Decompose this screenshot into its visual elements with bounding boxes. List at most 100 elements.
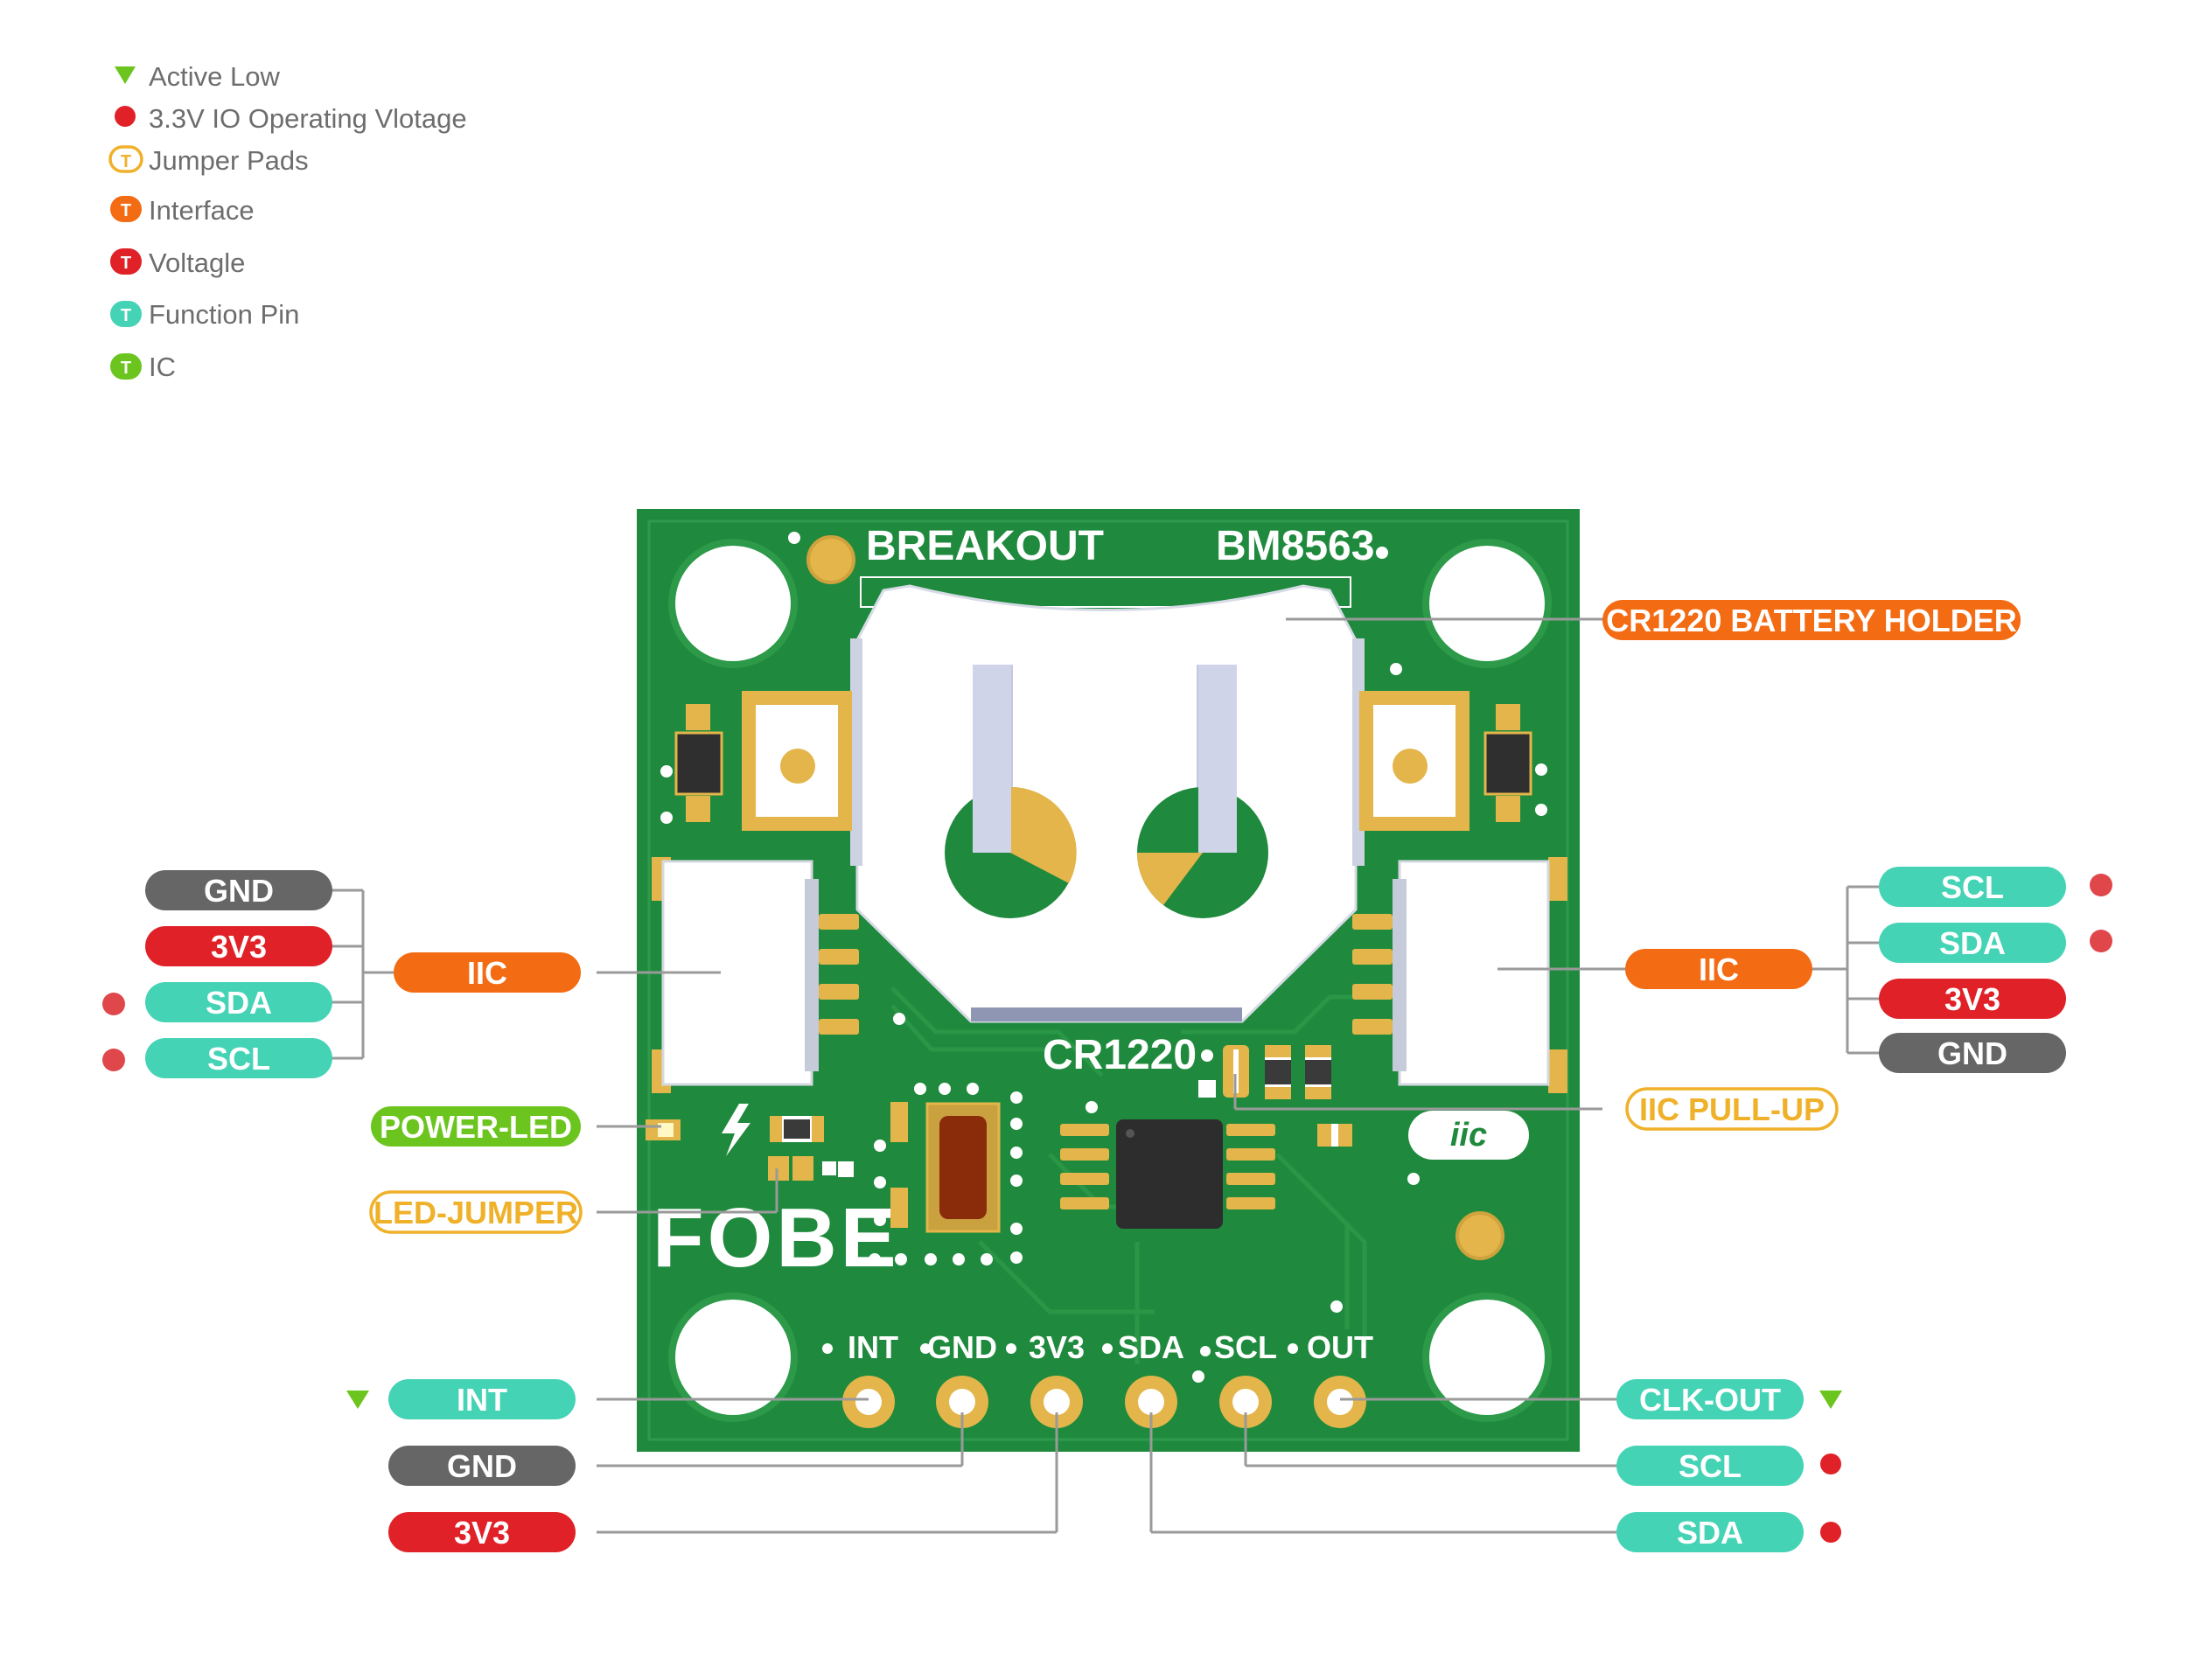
diode-left bbox=[674, 704, 723, 822]
svg-text:SCL: SCL bbox=[1679, 1448, 1742, 1484]
label-battery-holder: CR1220 BATTERY HOLDER bbox=[1602, 600, 2021, 640]
battery-pad-right bbox=[1359, 691, 1470, 831]
legend-item-active-low: Active Low bbox=[115, 61, 281, 92]
connector-right bbox=[1352, 857, 1567, 1093]
svg-text:IIC: IIC bbox=[467, 955, 507, 991]
fiducial bbox=[1456, 1211, 1504, 1260]
svg-text:T: T bbox=[121, 152, 131, 171]
label-right-3v3: 3V3 bbox=[1879, 979, 2066, 1019]
pin-label-3v3: 3V3 bbox=[1029, 1329, 1085, 1365]
silk-cr1220: CR1220 bbox=[1043, 1032, 1197, 1078]
svg-text:3V3: 3V3 bbox=[454, 1515, 510, 1551]
fiducial bbox=[806, 535, 855, 584]
svg-text:T: T bbox=[121, 201, 131, 220]
io-voltage-dot bbox=[2090, 930, 2112, 952]
silk-breakout: BREAKOUT bbox=[866, 523, 1104, 569]
svg-text:SDA: SDA bbox=[1939, 925, 2006, 961]
svg-text:3V3: 3V3 bbox=[1944, 981, 2000, 1017]
io-voltage-dot bbox=[1820, 1522, 1841, 1543]
legend-item-ic: T IC bbox=[110, 352, 176, 382]
leader-lines bbox=[332, 617, 1879, 1534]
svg-text:T: T bbox=[121, 359, 131, 378]
legend-item-interface: T Interface bbox=[110, 195, 255, 226]
svg-text:IIC PULL-UP: IIC PULL-UP bbox=[1639, 1091, 1825, 1127]
svg-text:3.3V IO Operating Vlotage: 3.3V IO Operating Vlotage bbox=[149, 103, 467, 134]
battery-pad-left bbox=[742, 691, 852, 831]
svg-text:GND: GND bbox=[1937, 1035, 2007, 1071]
interface-icon bbox=[110, 196, 142, 222]
label-left-scl: SCL bbox=[102, 1038, 332, 1078]
fobe-logo: FOBE bbox=[653, 1191, 900, 1285]
label-power-led: POWER-LED bbox=[371, 1106, 581, 1147]
svg-text:Voltagle: Voltagle bbox=[149, 247, 245, 278]
legend-item-jumper-pads: T Jumper Pads bbox=[108, 145, 309, 176]
ic-icon bbox=[110, 353, 142, 380]
io-voltage-dot bbox=[102, 993, 125, 1015]
function-pin-icon bbox=[110, 301, 142, 327]
mounting-holes bbox=[668, 539, 1552, 1422]
label-right-gnd: GND bbox=[1879, 1033, 2066, 1073]
label-right-scl: SCL bbox=[1879, 867, 2112, 907]
svg-text:CLK-OUT: CLK-OUT bbox=[1639, 1382, 1781, 1418]
pin-label-scl: SCL bbox=[1214, 1329, 1277, 1365]
svg-text:IC: IC bbox=[149, 352, 176, 382]
iic-pullup-jumper bbox=[1223, 1045, 1331, 1099]
pin-label-out: OUT bbox=[1307, 1329, 1373, 1365]
io-voltage-dot bbox=[102, 1049, 125, 1071]
label-gnd-bottom: GND bbox=[388, 1446, 576, 1486]
io-voltage-dot bbox=[1820, 1453, 1841, 1474]
io-voltage-dot bbox=[2090, 874, 2112, 896]
svg-text:Function Pin: Function Pin bbox=[149, 299, 299, 330]
diode-right bbox=[1483, 704, 1532, 822]
legend-item-function-pin: T Function Pin bbox=[110, 299, 299, 330]
silk-model: BM8563 bbox=[1216, 523, 1374, 569]
svg-text:IIC: IIC bbox=[1699, 952, 1739, 987]
power-led bbox=[646, 1119, 681, 1140]
label-iic-right: IIC bbox=[1625, 949, 1812, 989]
jumper-pad-icon bbox=[108, 145, 143, 173]
label-int: INT bbox=[346, 1379, 576, 1419]
connector-left bbox=[652, 857, 859, 1093]
label-sda-bottom: SDA bbox=[1616, 1512, 1841, 1552]
svg-text:SCL: SCL bbox=[207, 1041, 270, 1077]
label-iic-pullup: IIC PULL-UP bbox=[1625, 1087, 1839, 1131]
label-left-gnd: GND bbox=[145, 870, 332, 910]
pin-label-gnd: GND bbox=[927, 1329, 997, 1365]
battery-holder bbox=[850, 576, 1365, 1023]
header-pins bbox=[842, 1371, 1366, 1428]
label-left-3v3: 3V3 bbox=[145, 926, 332, 966]
svg-text:SDA: SDA bbox=[1677, 1515, 1743, 1551]
led-resistor bbox=[770, 1116, 824, 1142]
pcb-board: BREAKOUT BM8563 CR1220 FOBE bbox=[637, 509, 1580, 1452]
label-left-sda: SDA bbox=[102, 982, 332, 1022]
lightning-icon bbox=[722, 1104, 750, 1156]
active-low-triangle-icon bbox=[1819, 1391, 1842, 1409]
label-right-sda: SDA bbox=[1879, 923, 2112, 963]
svg-text:Active Low: Active Low bbox=[149, 61, 281, 92]
legend-item-voltage: T Voltagle bbox=[110, 247, 245, 278]
svg-text:LED-JUMPER: LED-JUMPER bbox=[373, 1195, 578, 1230]
svg-text:INT: INT bbox=[457, 1382, 507, 1418]
legend: Active Low 3.3V IO Operating Vlotage T J… bbox=[108, 61, 467, 382]
svg-text:Interface: Interface bbox=[149, 195, 255, 226]
svg-text:T: T bbox=[121, 254, 131, 273]
svg-text:SDA: SDA bbox=[206, 985, 272, 1021]
label-3v3-bottom: 3V3 bbox=[388, 1512, 576, 1552]
svg-text:Jumper Pads: Jumper Pads bbox=[149, 145, 309, 176]
svg-text:3V3: 3V3 bbox=[211, 929, 267, 965]
svg-text:GND: GND bbox=[204, 873, 274, 909]
dot-icon bbox=[115, 106, 136, 127]
header-pin-labels: INT GND 3V3 SDA SCL OUT bbox=[822, 1329, 1373, 1365]
iic-silk-badge: iic bbox=[1408, 1111, 1529, 1160]
active-low-triangle-icon bbox=[346, 1391, 369, 1409]
svg-text:POWER-LED: POWER-LED bbox=[380, 1109, 572, 1145]
pin-label-sda: SDA bbox=[1118, 1329, 1184, 1365]
svg-text:SCL: SCL bbox=[1941, 869, 2004, 905]
svg-text:CR1220 BATTERY HOLDER: CR1220 BATTERY HOLDER bbox=[1606, 603, 2016, 638]
label-clk-out: CLK-OUT bbox=[1616, 1379, 1842, 1419]
label-led-jumper: LED-JUMPER bbox=[369, 1190, 583, 1234]
led-jumper-pads bbox=[768, 1156, 836, 1181]
voltage-icon bbox=[110, 248, 142, 275]
crystal bbox=[890, 1102, 1001, 1233]
